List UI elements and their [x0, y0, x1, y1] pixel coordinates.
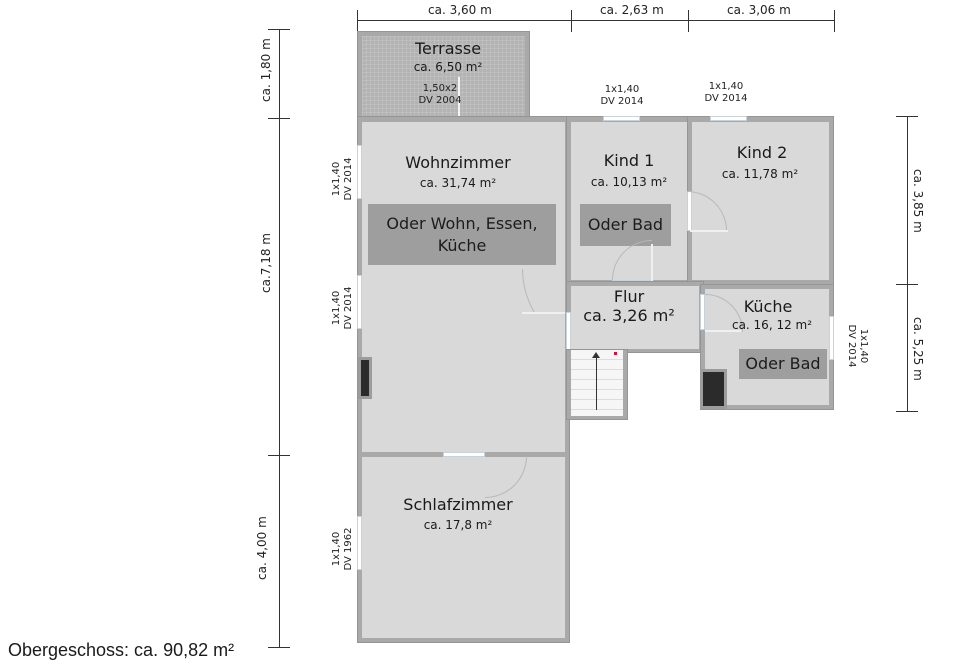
window-year: DV 1962	[343, 527, 354, 571]
window-year: DV 2014	[600, 96, 644, 107]
dimension-tick	[896, 411, 918, 412]
flur-floor[interactable]	[571, 286, 699, 349]
window-size: 1x1,40	[331, 290, 342, 326]
window-size: 1,50x2	[422, 83, 458, 94]
window-size: 1x1,40	[708, 81, 744, 92]
kueche-area: ca. 16, 12 m²	[731, 318, 813, 332]
staircase[interactable]	[571, 350, 623, 416]
kind2-window[interactable]	[710, 116, 747, 121]
dimension-label-width-1: ca. 3,60 m	[428, 3, 492, 17]
kind2-name: Kind 2	[736, 143, 788, 162]
schlafzimmer-window-label: 1x1,40 DV 1962	[331, 519, 355, 579]
wohnzimmer-window-lower[interactable]	[357, 275, 362, 329]
kind1-window[interactable]	[603, 116, 640, 121]
kind1-area: ca. 10,13 m²	[590, 175, 668, 189]
dimension-label-height-3: ca. 4,00 m	[255, 516, 269, 580]
dimension-label-height-right-1: ca. 3,85 m	[911, 169, 925, 233]
kueche-stove-icon	[700, 369, 727, 409]
dimension-line	[279, 29, 280, 647]
window-year: DV 2014	[343, 157, 354, 201]
terrasse-door-label: 1,50x2 DV 2004	[418, 83, 462, 107]
window-year: DV 2014	[343, 286, 354, 330]
kind2-door-leaf	[690, 230, 728, 232]
dimension-tick	[896, 284, 918, 285]
schlafzimmer-door-opening[interactable]	[443, 452, 485, 457]
flur-door-opening[interactable]	[566, 312, 571, 350]
kueche-window[interactable]	[829, 316, 834, 360]
terrasse-door-leaf	[458, 77, 460, 119]
wohnzimmer-name: Wohnzimmer	[405, 153, 511, 172]
dimension-label-height-2: ca.7,18 m	[259, 233, 273, 293]
kind2-window-label: 1x1,40 DV 2014	[696, 81, 756, 105]
flur-name: Flur	[613, 287, 645, 306]
window-year: DV 2004	[418, 95, 462, 106]
dimension-tick	[688, 10, 689, 32]
dimension-label-width-2: ca. 2,63 m	[600, 3, 664, 17]
kind1-name: Kind 1	[603, 151, 655, 170]
dimension-tick	[357, 10, 358, 32]
dimension-label-width-3: ca. 3,06 m	[727, 3, 791, 17]
kind2-floor[interactable]	[692, 122, 829, 280]
window-year: DV 2014	[704, 93, 748, 104]
dimension-tick	[268, 118, 290, 119]
floor-total-area: Obergeschoss: ca. 90,82 m²	[8, 640, 235, 660]
wohnzimmer-area: ca. 31,74 m²	[419, 176, 497, 190]
stair-marker-icon	[614, 352, 617, 355]
stair-arrow-icon	[592, 352, 600, 358]
dimension-line	[907, 116, 908, 411]
kind1-alt-use-overlay: Oder Bad	[580, 204, 671, 246]
dimension-tick	[268, 455, 290, 456]
wohnzimmer-window-upper-label: 1x1,40 DV 2014	[331, 149, 355, 209]
kind1-window-label: 1x1,40 DV 2014	[592, 84, 652, 108]
kueche-window-label: 1x1,40 DV 2014	[845, 316, 869, 376]
dimension-label-height-right-2: ca. 5,25 m	[911, 317, 925, 381]
kueche-alt-use-overlay: Oder Bad	[739, 349, 827, 379]
terrasse-floor[interactable]	[362, 36, 525, 118]
dimension-line	[357, 20, 835, 21]
window-size: 1x1,40	[604, 84, 640, 95]
dimension-tick	[571, 10, 572, 32]
window-size: 1x1,40	[331, 161, 342, 197]
schlafzimmer-area: ca. 17,8 m²	[423, 518, 493, 532]
schlafzimmer-name: Schlafzimmer	[403, 495, 513, 514]
kueche-door-opening[interactable]	[700, 294, 705, 330]
dimension-label-height-1: ca. 1,80 m	[259, 38, 273, 102]
kueche-name: Küche	[743, 297, 793, 316]
wohnzimmer-alt-use-overlay: Oder Wohn, Essen, Küche	[368, 204, 556, 265]
wohnzimmer-door-leaf[interactable]	[522, 312, 565, 314]
kueche-door-leaf	[705, 330, 741, 332]
stair-direction-line	[596, 356, 597, 410]
dimension-tick	[896, 116, 918, 117]
terrasse-name: Terrasse	[414, 39, 482, 58]
schlafzimmer-floor[interactable]	[362, 457, 565, 638]
dimension-tick	[268, 29, 290, 30]
dimension-tick	[268, 647, 290, 648]
window-size: 1x1,40	[331, 531, 342, 567]
kind2-area: ca. 11,78 m²	[721, 167, 799, 181]
schlafzimmer-window[interactable]	[357, 516, 362, 570]
dimension-tick	[834, 10, 835, 32]
wohnzimmer-window-upper[interactable]	[357, 145, 362, 199]
window-year: DV 2014	[846, 324, 857, 368]
flur-area: ca. 3,26 m²	[583, 306, 675, 325]
kind1-door-leaf	[651, 244, 653, 282]
terrasse-area: ca. 6,50 m²	[413, 60, 483, 74]
window-size: 1x1,40	[858, 328, 869, 364]
wohnzimmer-window-lower-label: 1x1,40 DV 2014	[331, 278, 355, 338]
wohnzimmer-stove-icon	[358, 357, 372, 399]
